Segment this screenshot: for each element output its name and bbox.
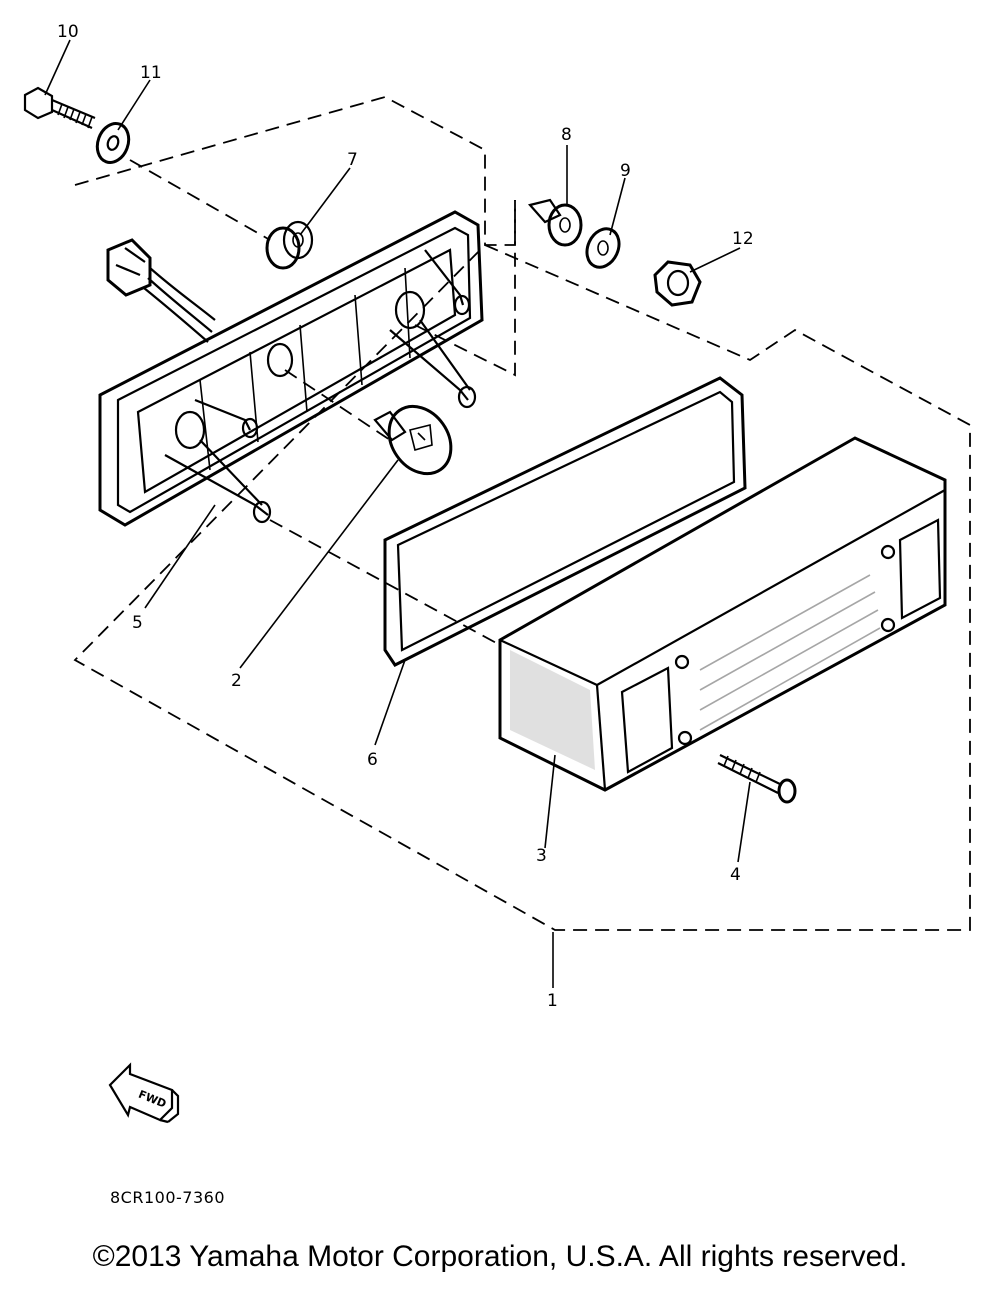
- callout-7: 7: [347, 150, 358, 170]
- fwd-arrow-icon: FWD: [108, 1062, 180, 1124]
- wire-connector: [106, 238, 216, 343]
- nut-12: [653, 260, 702, 307]
- callout-3: 3: [536, 846, 547, 866]
- callout-9: 9: [620, 161, 631, 181]
- callout-4: 4: [730, 865, 741, 885]
- screw-4: [717, 754, 797, 804]
- gasket-6: [383, 376, 747, 667]
- callout-6: 6: [367, 750, 378, 770]
- tail-light-base-5: [98, 210, 484, 527]
- leader-lines: [44, 39, 751, 988]
- collar-8: [527, 198, 583, 247]
- lens-3: [498, 436, 947, 792]
- fwd-label: FWD: [136, 1088, 168, 1111]
- callout-1: 1: [547, 991, 558, 1011]
- callout-2: 2: [231, 671, 242, 691]
- copyright-notice: ©2013 Yamaha Motor Corporation, U.S.A. A…: [92, 1240, 908, 1273]
- callout-12: 12: [732, 229, 754, 249]
- washer-9: [585, 227, 621, 269]
- callout-8: 8: [561, 125, 572, 145]
- callout-11: 11: [140, 63, 162, 83]
- bulb-2: [373, 404, 453, 476]
- washer-11: [95, 122, 131, 164]
- diagram-part-code: 8CR100-7360: [110, 1188, 225, 1207]
- assembly-outline: [73, 96, 971, 931]
- callout-10: 10: [57, 22, 79, 42]
- callout-5: 5: [132, 613, 143, 633]
- grommet-7: [265, 220, 314, 270]
- flange-bolt-10: [23, 86, 96, 130]
- alignment-line-socket: [414, 200, 516, 377]
- alignment-line-bolt: [129, 159, 271, 241]
